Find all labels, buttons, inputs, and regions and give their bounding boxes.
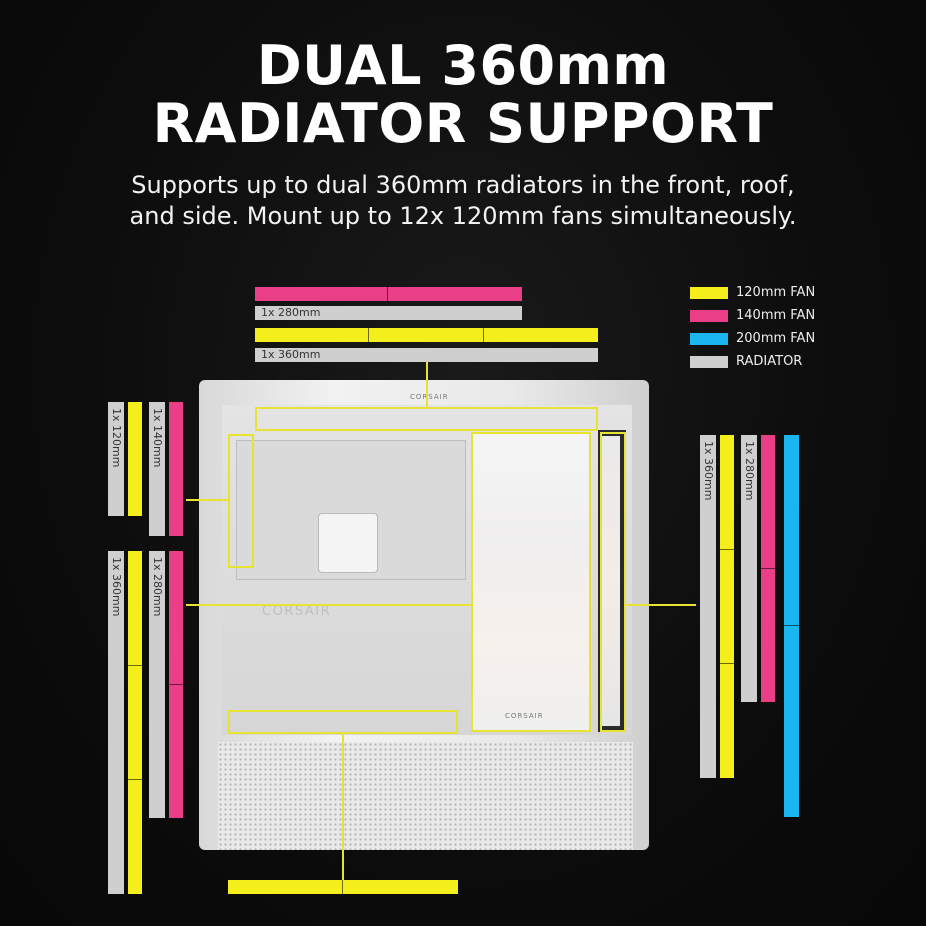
page-title-line1: DUAL 360mm [256, 34, 670, 97]
front-200mm-fan-bar [784, 435, 799, 817]
legend-swatch-pink [690, 310, 728, 322]
page-title-line2: RADIATOR SUPPORT [152, 92, 774, 155]
side-leader-line [186, 604, 471, 606]
bar-divider [720, 549, 734, 550]
legend-label: RADIATOR [736, 354, 803, 369]
rear-140mm-radiator-label: 1x 140mm [149, 402, 165, 536]
roof-140mm-fan-bar [255, 287, 522, 301]
roof-mount-outline [255, 407, 598, 431]
legend-label: 200mm FAN [736, 331, 816, 346]
bar-divider [128, 779, 142, 780]
glass-brand-logo: CORSAIR [505, 712, 544, 720]
roof-120mm-fan-bar [255, 328, 598, 342]
side-280mm-radiator-label: 1x 280mm [149, 551, 165, 818]
roof-360mm-radiator-label: 1x 360mm [255, 348, 598, 362]
front-leader-line [626, 604, 696, 606]
rear-120mm-radiator-label: 1x 120mm [108, 402, 124, 516]
subtitle-line1: Supports up to dual 360mm radiators in t… [131, 171, 795, 199]
glass-cover-panel [472, 432, 590, 732]
legend-label: 120mm FAN [736, 285, 816, 300]
bar-divider [761, 568, 775, 569]
side-140mm-fan-bar [169, 551, 183, 818]
subtitle-line2: and side. Mount up to 12x 120mm fans sim… [129, 202, 797, 230]
legend-swatch-blue [690, 333, 728, 345]
rear-mount-outline [228, 434, 254, 568]
bar-divider [483, 328, 484, 342]
cpu-cutout [318, 513, 378, 573]
side-360mm-radiator-label: 1x 360mm [108, 551, 124, 894]
psu-shroud-mesh [218, 742, 633, 850]
bottom-leader-line [342, 734, 344, 880]
bottom-mount-outline [228, 710, 458, 734]
tray-brand-logo: CORSAIR [262, 604, 332, 619]
bar-divider [784, 625, 799, 626]
roof-leader-line [426, 362, 428, 407]
front-360mm-radiator-label: 1x 360mm [700, 435, 716, 778]
bar-divider [368, 328, 369, 342]
bar-divider [128, 665, 142, 666]
bar-divider [342, 880, 343, 894]
side-120mm-fan-bar [128, 551, 142, 894]
bottom-120mm-fan-bar [228, 880, 458, 894]
front-120mm-fan-bar [720, 435, 734, 778]
case-brand-logo: CORSAIR [410, 393, 449, 401]
front-280mm-radiator-label: 1x 280mm [741, 435, 757, 702]
rear-leader-line [186, 499, 228, 501]
roof-280mm-radiator-label: 1x 280mm [255, 306, 522, 320]
front-mount-outline [600, 432, 626, 732]
side-mount-outline [471, 432, 591, 732]
front-140mm-fan-bar [761, 435, 775, 702]
bar-divider [720, 663, 734, 664]
bar-divider [387, 287, 388, 301]
rear-140mm-fan-bar [169, 402, 183, 536]
legend-swatch-gray [690, 356, 728, 368]
legend-swatch-yellow [690, 287, 728, 299]
side-fan-strip [602, 436, 620, 726]
bar-divider [169, 684, 183, 685]
legend-label: 140mm FAN [736, 308, 816, 323]
rear-120mm-fan-bar [128, 402, 142, 516]
